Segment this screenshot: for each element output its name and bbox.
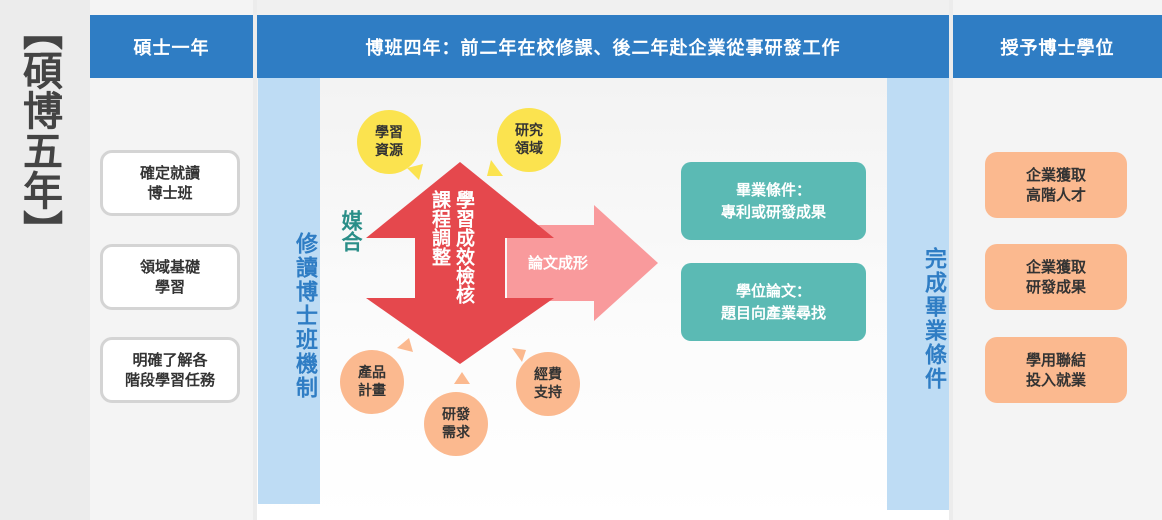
band-phd-mechanism: 修讀博士班機制 bbox=[258, 78, 320, 504]
condition-thesis: 學位論文： 題目向產業尋找 bbox=[681, 263, 866, 341]
outcome-talent: 企業獲取 高階人才 bbox=[985, 152, 1127, 218]
outcome-employment: 學用聯結 投入就業 bbox=[985, 337, 1127, 403]
outcome-rd-results: 企業獲取 研發成果 bbox=[985, 244, 1127, 310]
diamond-text: 學習成效檢核 課程調整 bbox=[429, 190, 475, 304]
center-diagram-graphics bbox=[366, 160, 658, 384]
stage1-item-confirm-phd: 確定就讀 博士班 bbox=[100, 150, 240, 216]
band-graduation-conditions: 完成畢業條件 bbox=[887, 78, 949, 510]
match-label: 媒合 bbox=[339, 210, 363, 252]
circle-rd-needs: 研發 需求 bbox=[424, 392, 488, 456]
side-title: 【碩博五年】 bbox=[16, 10, 63, 250]
circle-research-field: 研究 領域 bbox=[497, 108, 561, 172]
header-phd-years: 博班四年：前二年在校修課、後二年赴企業從事研發工作 bbox=[257, 15, 949, 78]
arrowhead-product-plan bbox=[397, 338, 413, 352]
arrowhead-research-field bbox=[487, 160, 503, 176]
arrowhead-funding bbox=[512, 348, 526, 362]
arrowhead-rd-needs bbox=[454, 372, 470, 384]
circle-funding: 經費 支持 bbox=[516, 352, 580, 416]
circle-learning-resources: 學習 資源 bbox=[357, 110, 421, 174]
header-degree: 授予博士學位 bbox=[953, 15, 1162, 78]
stage1-item-foundation: 領域基礎 學習 bbox=[100, 244, 240, 310]
arrow-text-thesis: 論文成形 bbox=[528, 254, 589, 272]
stage1-item-tasks: 明確了解各 階段學習任務 bbox=[100, 337, 240, 403]
evaluation-diamond-shape bbox=[366, 162, 554, 364]
arrowhead-learning-resources bbox=[407, 164, 423, 180]
header-master-year: 碩士一年 bbox=[90, 15, 253, 78]
circle-product-plan: 產品 計畫 bbox=[340, 350, 404, 414]
condition-graduation: 畢業條件： 專利或研發成果 bbox=[681, 162, 866, 240]
